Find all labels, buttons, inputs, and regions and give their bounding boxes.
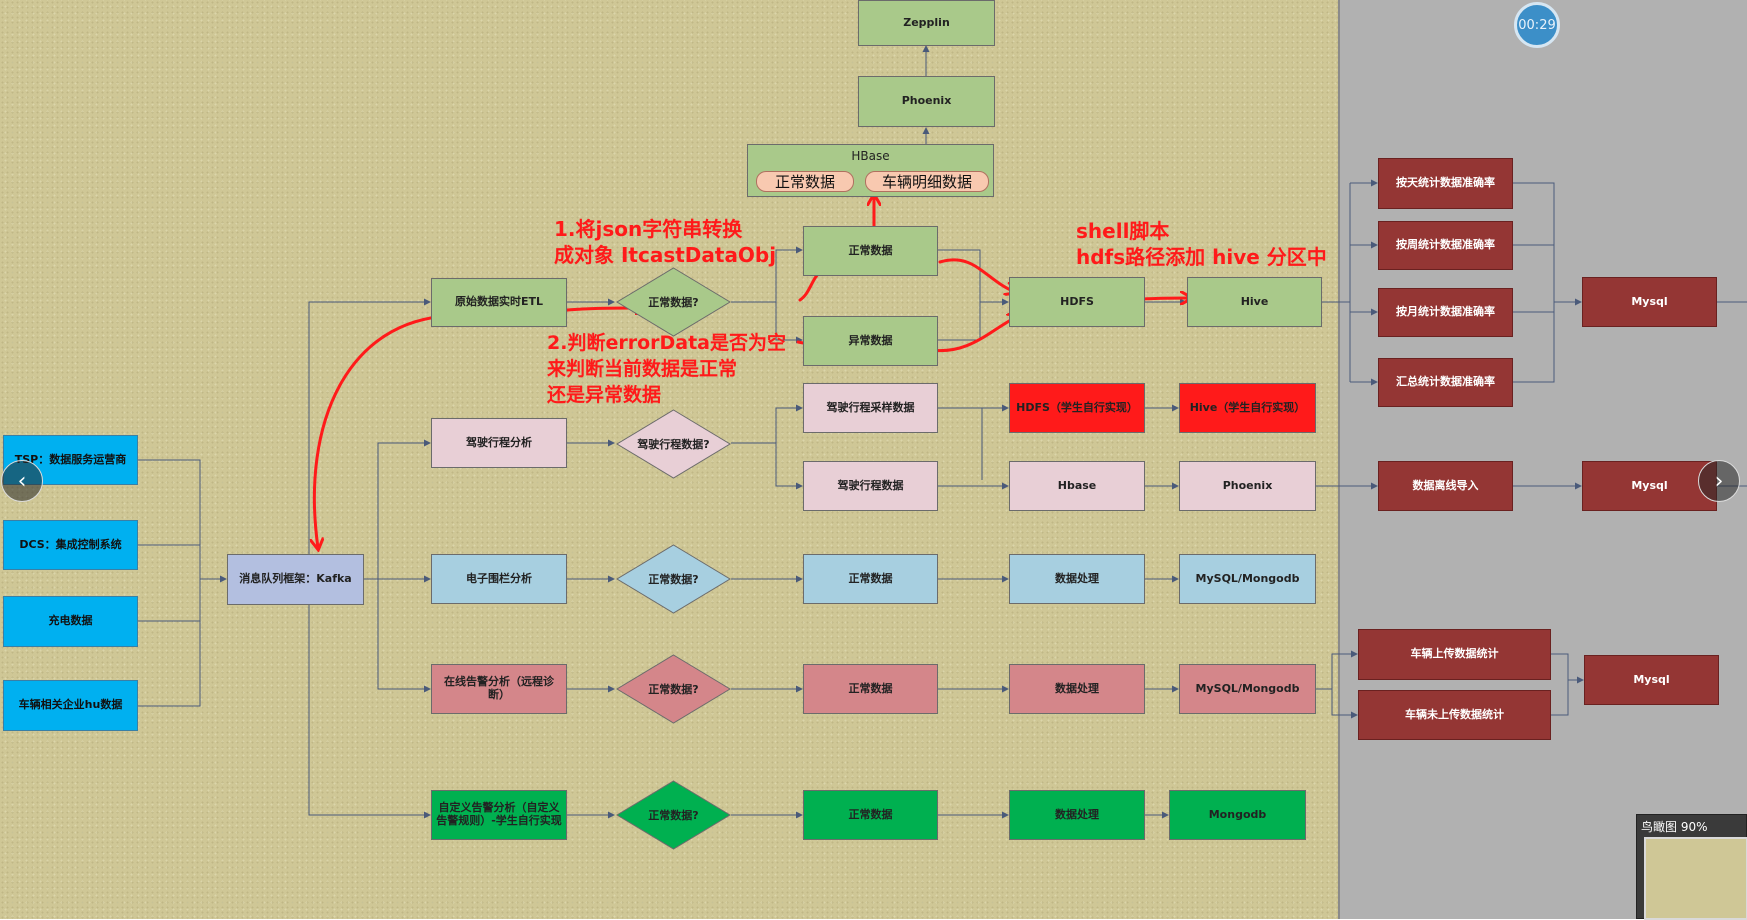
- alarm-process-node: 数据处理: [1009, 664, 1145, 714]
- alarm-node: 在线告警分析（远程诊断）: [431, 664, 567, 714]
- next-slide-button[interactable]: ›: [1698, 460, 1740, 502]
- hive-node: Hive: [1187, 277, 1322, 327]
- stat-total-node: 汇总统计数据准确率: [1378, 358, 1513, 407]
- source-charge: 充电数据: [3, 596, 138, 647]
- birdseye-panel[interactable]: 鸟瞰图 90%: [1636, 814, 1747, 920]
- annotation-json-line2: 成对象 ItcastDataObj: [554, 243, 777, 267]
- stat-week-node: 按周统计数据准确率: [1378, 221, 1513, 270]
- alarm-decision-label: 正常数据?: [648, 683, 699, 696]
- custom-process-node: 数据处理: [1009, 790, 1145, 840]
- mysql-node-1: Mysql: [1582, 277, 1717, 327]
- prev-slide-button[interactable]: ‹: [1, 460, 43, 502]
- panel-divider: [1338, 0, 1340, 919]
- fence-normal-node: 正常数据: [803, 554, 938, 604]
- custom-node: 自定义告警分析（自定义告警规则）-学生自行实现: [431, 790, 567, 840]
- annotation-errordata-line3: 还是异常数据: [547, 384, 662, 406]
- stat-month-node: 按月统计数据准确率: [1378, 288, 1513, 337]
- hbase-node: HBase 正常数据 车辆明细数据: [747, 144, 994, 197]
- custom-decision-label: 正常数据?: [648, 809, 699, 822]
- custom-decision: 正常数据?: [616, 780, 731, 850]
- alarm-decision: 正常数据?: [616, 654, 731, 724]
- driving-decision: 驾驶行程数据?: [616, 409, 731, 479]
- annotation-errordata: 2.判断errorData是否为空 来判断当前数据是正常 还是异常数据: [547, 330, 786, 408]
- annotation-shell: shell脚本 hdfs路径添加 hive 分区中: [1076, 218, 1327, 270]
- hbase-normal-pill: 正常数据: [756, 171, 854, 192]
- side-panel: [1340, 0, 1747, 919]
- annotation-errordata-line2: 来判断当前数据是正常: [547, 358, 738, 380]
- driving-data-node: 驾驶行程数据: [803, 461, 938, 511]
- no-upload-stat-node: 车辆未上传数据统计: [1358, 690, 1551, 740]
- abnormal-data-node: 异常数据: [803, 316, 938, 366]
- hdfs-node: HDFS: [1009, 277, 1145, 327]
- normal-data-node: 正常数据: [803, 226, 938, 276]
- zepplin-node: Zepplin: [858, 0, 995, 46]
- kafka-node: 消息队列框架：Kafka: [227, 554, 364, 605]
- source-dcs: DCS：集成控制系统: [3, 520, 138, 570]
- source-vehicle-hu: 车辆相关企业hu数据: [3, 680, 138, 731]
- alarm-db-node: MySQL/Mongodb: [1179, 664, 1316, 714]
- annotation-shell-line1: shell脚本: [1076, 219, 1170, 243]
- driving-node: 驾驶行程分析: [431, 418, 567, 468]
- hive-student-node: Hive（学生自行实现）: [1179, 383, 1316, 433]
- chevron-left-icon: ‹: [17, 468, 27, 494]
- driving-decision-label: 驾驶行程数据?: [637, 438, 710, 451]
- timer-badge: 00:29: [1514, 2, 1560, 48]
- stat-day-node: 按天统计数据准确率: [1378, 158, 1513, 209]
- fence-process-node: 数据处理: [1009, 554, 1145, 604]
- fence-node: 电子围栏分析: [431, 554, 567, 604]
- mysql-node-3: Mysql: [1584, 655, 1719, 705]
- upload-stat-node: 车辆上传数据统计: [1358, 629, 1551, 680]
- hbase-row-node: Hbase: [1009, 461, 1145, 511]
- etl-decision-label: 正常数据?: [648, 296, 699, 309]
- fence-decision-label: 正常数据?: [648, 573, 699, 586]
- offline-import-node: 数据离线导入: [1378, 461, 1513, 511]
- fence-decision: 正常数据?: [616, 544, 731, 614]
- mongodb-node: Mongodb: [1169, 790, 1306, 840]
- phoenix-row-node: Phoenix: [1179, 461, 1316, 511]
- hdfs-student-node: HDFS（学生自行实现）: [1009, 383, 1145, 433]
- annotation-errordata-line1: 2.判断errorData是否为空: [547, 332, 786, 354]
- birdseye-viewport[interactable]: [1644, 837, 1747, 920]
- mysql-node-2: Mysql: [1582, 461, 1717, 511]
- chevron-right-icon: ›: [1714, 468, 1724, 494]
- phoenix-top-node: Phoenix: [858, 76, 995, 127]
- etl-decision: 正常数据?: [616, 267, 731, 337]
- custom-normal-node: 正常数据: [803, 790, 938, 840]
- alarm-normal-node: 正常数据: [803, 664, 938, 714]
- hbase-title: HBase: [851, 149, 890, 163]
- fence-db-node: MySQL/Mongodb: [1179, 554, 1316, 604]
- birdseye-title: 鸟瞰图 90%: [1641, 820, 1708, 834]
- driving-sample-node: 驾驶行程采样数据: [803, 383, 938, 433]
- annotation-json-line1: 1.将json字符串转换: [554, 217, 743, 241]
- annotation-json: 1.将json字符串转换 成对象 ItcastDataObj: [554, 216, 776, 268]
- annotation-shell-line2: hdfs路径添加 hive 分区中: [1076, 245, 1327, 269]
- hbase-detail-pill: 车辆明细数据: [865, 171, 989, 192]
- etl-node: 原始数据实时ETL: [431, 278, 567, 327]
